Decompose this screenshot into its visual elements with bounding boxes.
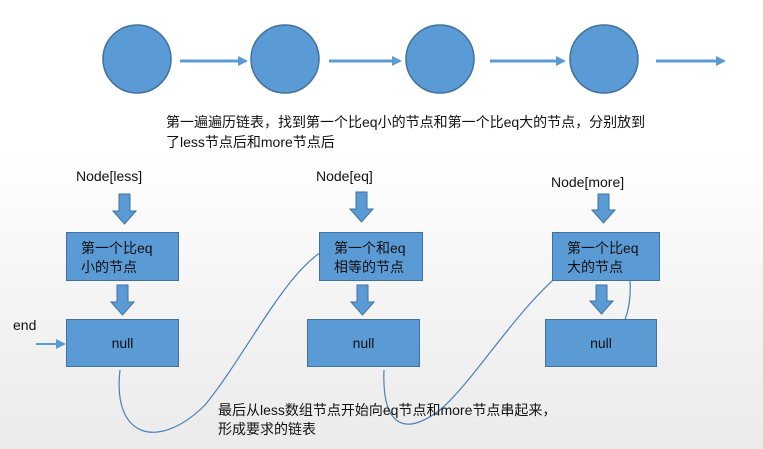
down-arrow-less-1 xyxy=(111,193,138,225)
box-more-line-1: 第一个比eq xyxy=(567,240,639,256)
down-arrow-more-1 xyxy=(590,193,617,224)
box-eq-line-1: 第一个和eq xyxy=(334,240,406,256)
box-eq: 第一个和eq 相等的节点 xyxy=(319,232,423,281)
down-arrow-eq-1 xyxy=(348,191,375,223)
box-more-line-2: 大的节点 xyxy=(567,259,623,275)
list-node-2 xyxy=(250,24,320,94)
null-label-less: null xyxy=(111,334,134,351)
down-arrow-less-2 xyxy=(109,284,136,316)
down-arrow-eq-2 xyxy=(349,284,376,316)
box-more: 第一个比eq 大的节点 xyxy=(552,232,660,281)
connector-less-to-eq xyxy=(118,244,336,433)
null-label-more: null xyxy=(590,334,612,351)
description-line-1: 第一遍遍历链表，找到第一个比eq小的节点和第一个比eq大的节点，分别放到 xyxy=(166,114,646,130)
end-label: end xyxy=(13,317,37,333)
header-node-less: Node[less] xyxy=(76,168,143,184)
footer-line-2: 形成要求的链表 xyxy=(218,421,316,437)
header-node-more: Node[more] xyxy=(551,174,625,190)
box-less-line-2: 小的节点 xyxy=(81,259,137,275)
list-node-3 xyxy=(405,24,475,94)
description-line-2: 了less节点后和more节点后 xyxy=(166,134,335,150)
list-node-1 xyxy=(102,24,172,94)
down-arrow-more-2 xyxy=(588,284,615,315)
footer-line-1: 最后从less数组节点开始向eq节点和more节点串起来， xyxy=(218,402,557,418)
header-node-eq: Node[eq] xyxy=(316,168,373,184)
box-eq-line-2: 相等的节点 xyxy=(334,259,404,275)
null-label-eq: null xyxy=(352,334,375,351)
null-box-more: null xyxy=(545,319,657,367)
null-box-less: null xyxy=(66,319,179,367)
connector-eq-to-more xyxy=(383,257,581,425)
box-less-line-1: 第一个比eq xyxy=(81,240,153,256)
null-box-eq: null xyxy=(307,319,420,367)
box-less: 第一个比eq 小的节点 xyxy=(66,232,179,281)
list-node-4 xyxy=(569,24,639,94)
